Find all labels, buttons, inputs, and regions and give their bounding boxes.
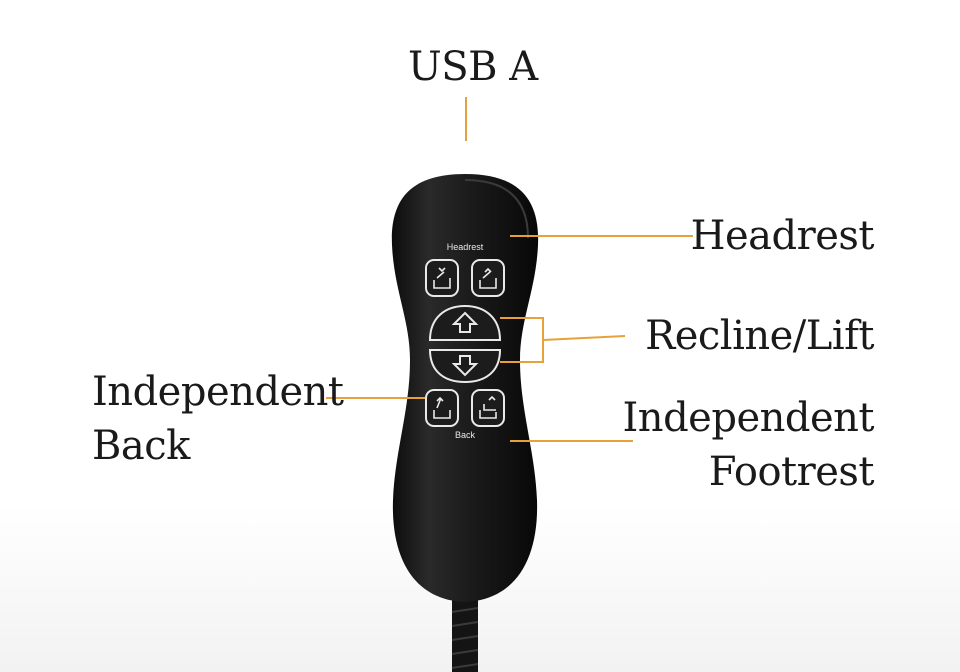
- recline-down-arrow-icon: [451, 355, 479, 377]
- recline-up-arrow-icon: [451, 311, 479, 333]
- headrest-down-icon: [479, 267, 497, 289]
- back-button[interactable]: [425, 389, 459, 427]
- recline-down-button[interactable]: [428, 349, 502, 384]
- footrest-icon: [479, 395, 497, 419]
- body-highlight: [464, 179, 529, 239]
- independent-back-callout-line2: Back: [92, 423, 190, 469]
- remote-back-label: Back: [455, 430, 476, 440]
- independent-footrest-callout-line1: Independent: [622, 395, 875, 441]
- independent-footrest-callout-line2: Footrest: [708, 449, 875, 495]
- independent-back-callout-line1: Independent: [92, 369, 344, 415]
- headrest-up-icon: [433, 267, 451, 289]
- headrest-button-left[interactable]: [425, 259, 459, 297]
- usb-a-label: USB A: [408, 44, 538, 90]
- back-icon: [433, 396, 451, 419]
- headrest-callout: Headrest: [690, 213, 875, 259]
- recline-lift-leader-line: [500, 317, 626, 363]
- remote-headrest-label: Headrest: [447, 242, 484, 252]
- headrest-button-right[interactable]: [471, 259, 505, 297]
- footrest-button[interactable]: [471, 389, 505, 427]
- remote-body: [391, 174, 539, 602]
- recline-lift-callout: Recline/Lift: [645, 313, 874, 359]
- recline-up-button[interactable]: [428, 304, 502, 341]
